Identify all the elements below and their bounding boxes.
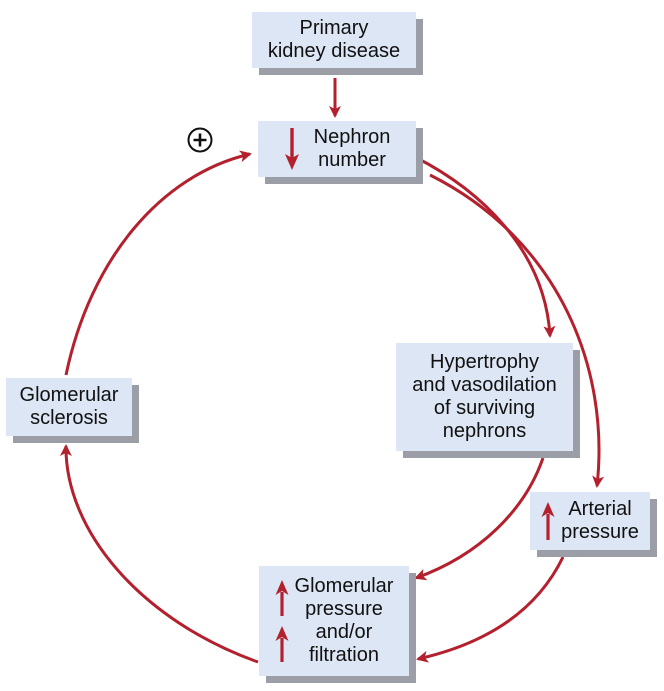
node-primary-kidney-disease: Primary kidney disease xyxy=(252,12,416,68)
arrow-nephron-to-hypertrophy xyxy=(414,155,556,338)
increase-arrow-icon xyxy=(275,580,289,616)
arrow-nephron-to-arterial xyxy=(429,173,605,488)
node-nephron-number: Nephron number xyxy=(258,121,416,177)
node-label-line: Nephron xyxy=(313,126,391,148)
node-label-line: of surviving xyxy=(433,397,536,419)
node-arterial-pressure: Arterial pressure xyxy=(530,492,650,550)
node-glomerular-pressure-filtration: Glomerular pressure and/or filtration xyxy=(259,566,409,676)
decrease-arrow-icon xyxy=(284,128,299,170)
arrow-glomerular-to-sclerosis xyxy=(59,444,259,664)
node-label-line: and vasodilation xyxy=(412,374,557,396)
node-glomerular-sclerosis: Glomerular sclerosis xyxy=(6,378,132,436)
node-label-line: and/or xyxy=(315,621,373,643)
node-label-line: nephrons xyxy=(442,420,527,442)
node-label-line: Glomerular xyxy=(294,575,394,597)
node-label-line: Glomerular xyxy=(19,384,119,406)
arrow-arterial-to-glomerular xyxy=(416,556,565,663)
node-label-line: Primary xyxy=(299,17,369,39)
node-hypertrophy-vasodilation: Hypertrophy and vasodilation of survivin… xyxy=(396,343,573,451)
node-label-line: kidney disease xyxy=(267,40,401,62)
node-label-line: pressure xyxy=(305,598,383,620)
node-label-line: Hypertrophy xyxy=(430,351,539,373)
increase-arrow-icon xyxy=(541,502,555,540)
arrow-hypertrophy-to-glomerular xyxy=(414,457,545,581)
increase-arrow-icon xyxy=(275,626,289,662)
node-label-line: number xyxy=(318,149,386,171)
node-label-line: filtration xyxy=(308,644,379,666)
node-label-line: sclerosis xyxy=(30,407,108,429)
circled-plus-icon xyxy=(187,127,213,153)
node-label-line: Arterial xyxy=(568,498,632,520)
increase-arrows xyxy=(275,575,289,667)
node-label-line: pressure xyxy=(561,521,639,543)
arrow-sclerosis-to-nephron xyxy=(64,150,252,376)
